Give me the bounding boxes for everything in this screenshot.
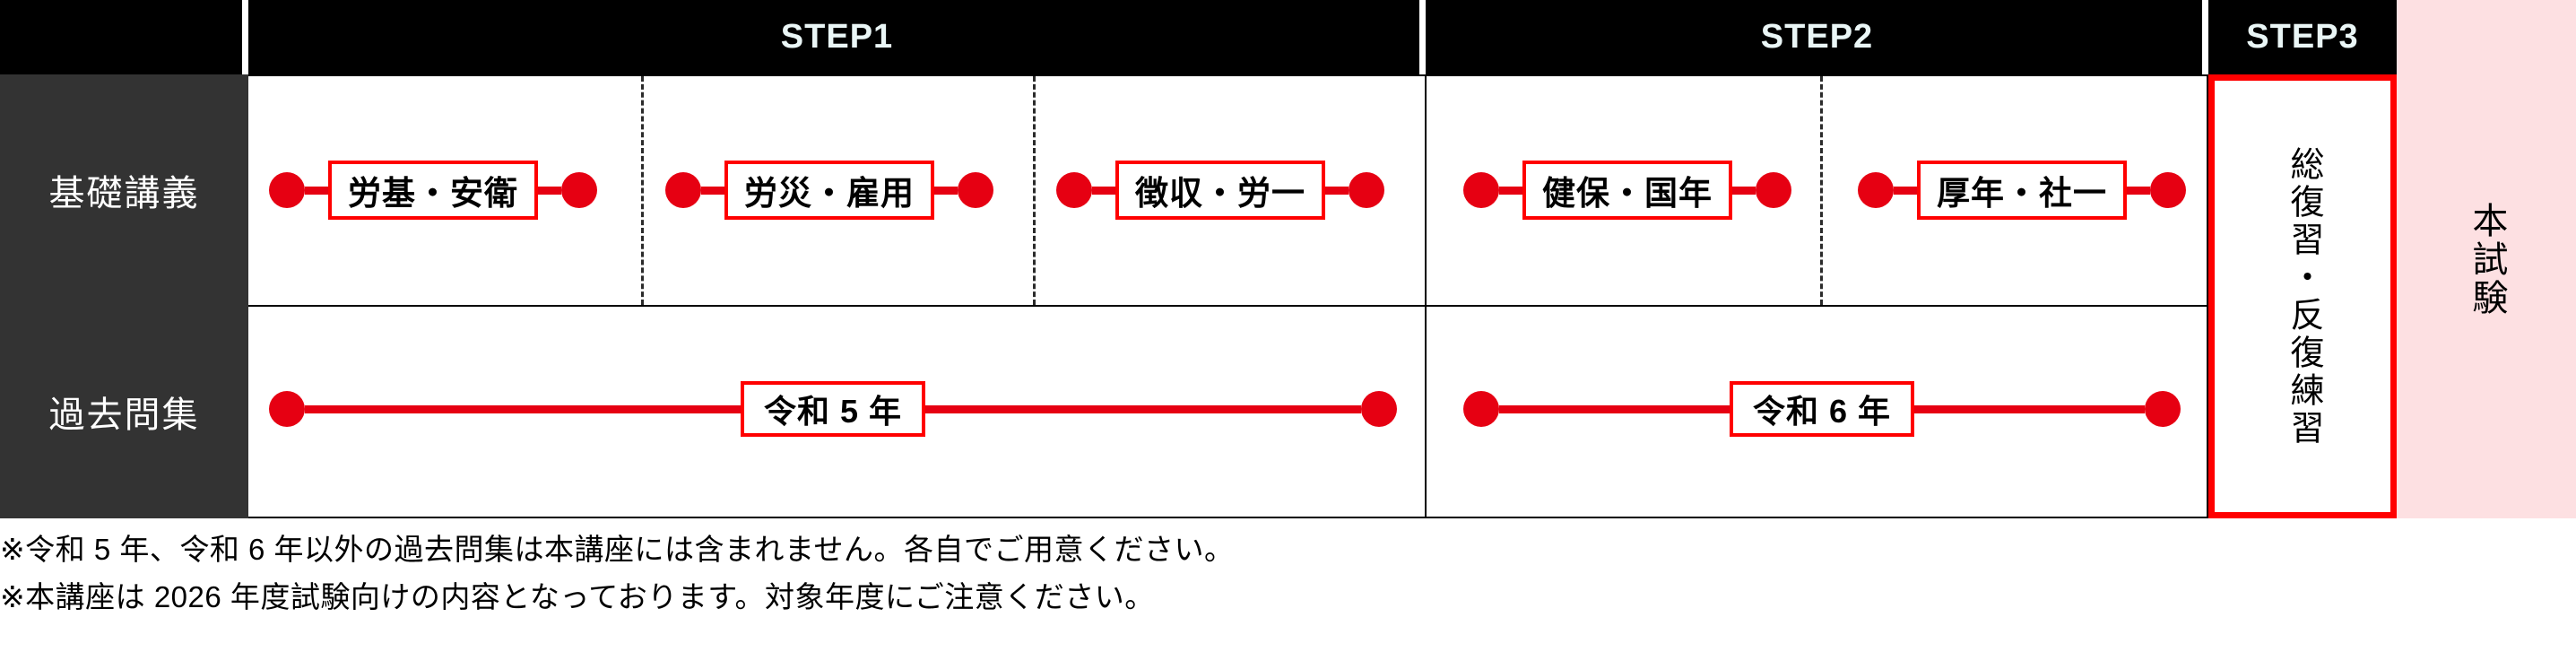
- lecture-item-3[interactable]: 徴収・労一: [1056, 158, 1384, 222]
- lecture-item-2[interactable]: 労災・雇用: [665, 158, 993, 222]
- lecture-label: 徴収・労一: [1115, 161, 1325, 220]
- step3-label: 総復習・反復練習: [2284, 145, 2322, 448]
- year-bar-1[interactable]: 令和 5 年: [269, 377, 1397, 441]
- footnote-2: ※本講座は 2026 年度試験向けの内容となっております。対象年度にご注意くださ…: [0, 580, 1155, 614]
- connector-stub: [1325, 186, 1349, 195]
- header-separator-2: [1419, 0, 1426, 74]
- timeline-line: [925, 404, 1361, 413]
- connector-stub: [1499, 186, 1522, 195]
- step-header-step2: STEP2: [1760, 18, 1874, 56]
- exam-label: 本試験: [2467, 201, 2507, 317]
- step-header-step1: STEP1: [780, 18, 894, 56]
- connector-stub: [305, 186, 328, 195]
- lecture-subdivider-2: [1033, 76, 1036, 305]
- node-dot-icon: [1361, 391, 1397, 427]
- header-band: [0, 0, 2397, 74]
- connector-stub: [1894, 186, 1917, 195]
- node-dot-icon: [958, 172, 993, 208]
- connector-stub: [1732, 186, 1756, 195]
- connector-stub: [1092, 186, 1115, 195]
- lecture-label: 健保・国年: [1522, 161, 1732, 220]
- node-dot-icon: [665, 172, 701, 208]
- node-dot-icon: [1756, 172, 1791, 208]
- node-dot-icon: [1463, 172, 1499, 208]
- row-label-past-questions: 過去問集: [0, 305, 248, 518]
- body-area: [248, 74, 2208, 518]
- lecture-subdivider-1: [641, 76, 644, 305]
- timeline-line: [1914, 404, 2145, 413]
- node-dot-icon: [2150, 172, 2186, 208]
- step-header-step3: STEP3: [2246, 18, 2359, 56]
- connector-stub: [934, 186, 958, 195]
- step3-cell[interactable]: 総復習・反復練習: [2208, 74, 2397, 518]
- timeline-line: [1499, 404, 1730, 413]
- body-bottom-border: [0, 517, 2397, 518]
- exam-column: 本試験: [2397, 0, 2576, 518]
- lecture-item-1[interactable]: 労基・安衛: [269, 158, 597, 222]
- timeline-line: [305, 404, 741, 413]
- connector-stub: [2127, 186, 2150, 195]
- node-dot-icon: [1056, 172, 1092, 208]
- step-divider-step1-step2: [1425, 74, 1427, 518]
- node-dot-icon: [561, 172, 597, 208]
- lecture-label: 厚年・社一: [1917, 161, 2127, 220]
- lecture-item-5[interactable]: 厚年・社一: [1858, 158, 2186, 222]
- node-dot-icon: [1349, 172, 1384, 208]
- lecture-label: 労災・雇用: [724, 161, 934, 220]
- header-separator-1: [242, 0, 248, 74]
- header-separator-3: [2202, 0, 2208, 74]
- schedule-grid: STEP1 STEP2 STEP3 基礎講義 過去問集 労基・安衛 労災・雇用: [0, 0, 2576, 518]
- year-bar-2[interactable]: 令和 6 年: [1463, 377, 2181, 441]
- node-dot-icon: [269, 172, 305, 208]
- year-label: 令和 6 年: [1729, 381, 1915, 437]
- lecture-item-4[interactable]: 健保・国年: [1463, 158, 1791, 222]
- lecture-label: 労基・安衛: [328, 161, 538, 220]
- node-dot-icon: [1858, 172, 1894, 208]
- row-divider: [248, 305, 2208, 307]
- footnotes: ※令和 5 年、令和 6 年以外の過去問集は本講座には含まれません。各自でご用意…: [0, 526, 2576, 622]
- year-label: 令和 5 年: [740, 381, 926, 437]
- node-dot-icon: [269, 391, 305, 427]
- node-dot-icon: [1463, 391, 1499, 427]
- body-top-border: [248, 74, 2208, 76]
- row-label-lecture: 基礎講義: [0, 74, 248, 305]
- connector-stub: [538, 186, 561, 195]
- connector-stub: [701, 186, 724, 195]
- node-dot-icon: [2145, 391, 2181, 427]
- lecture-subdivider-3: [1820, 76, 1823, 305]
- footnote-1: ※令和 5 年、令和 6 年以外の過去問集は本講座には含まれません。各自でご用意…: [0, 533, 1235, 566]
